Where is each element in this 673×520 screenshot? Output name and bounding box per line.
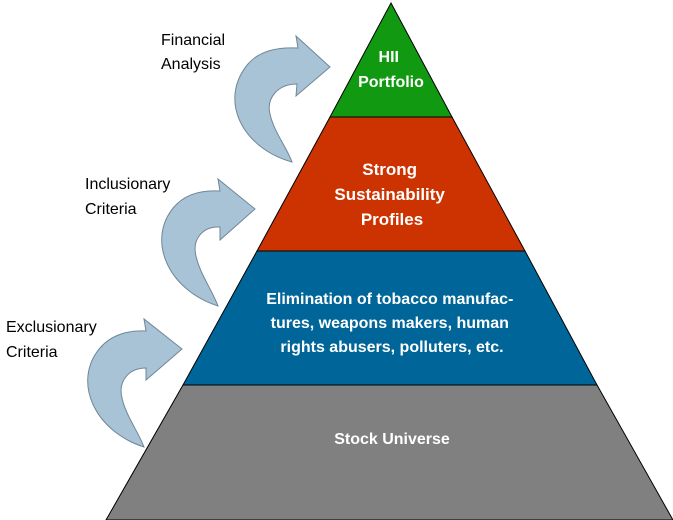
- tier-top-label: HII Portfolio: [358, 49, 424, 91]
- tier-top: [329, 1, 453, 118]
- exclusionary-criteria-line-2: Criteria: [6, 344, 58, 361]
- tier-top-line-1: HII: [379, 49, 399, 66]
- financial-analysis-line-1: Financial: [161, 32, 225, 49]
- tier-second-line-1: Strong: [362, 160, 417, 179]
- financial-analysis-arrow-icon: [234, 34, 331, 163]
- inclusionary-criteria-line-1: Inclusionary: [85, 176, 170, 193]
- exclusionary-criteria-label: Exclusionary Criteria: [6, 319, 101, 361]
- inclusionary-criteria-label: Inclusionary Criteria: [85, 176, 175, 218]
- financial-analysis-line-2: Analysis: [161, 56, 221, 73]
- financial-analysis-label: Financial Analysis: [161, 32, 229, 73]
- tier-third-line-2: tures, weapons makers, human: [271, 315, 509, 332]
- tier-third-label: Elimination of tobacco manufac- tures, w…: [266, 291, 518, 356]
- tier-base-line-1: Stock Universe: [334, 431, 450, 448]
- tier-top-line-2: Portfolio: [358, 74, 424, 91]
- tier-second-label: Strong Sustainability Profiles: [334, 160, 449, 229]
- inclusionary-criteria-line-2: Criteria: [85, 201, 137, 218]
- tier-third-line-3: rights abusers, polluters, etc.: [280, 339, 503, 356]
- tier-second: [256, 116, 526, 252]
- exclusionary-criteria-line-1: Exclusionary: [6, 319, 97, 336]
- tier-base: [105, 384, 673, 520]
- tier-third-line-1: Elimination of tobacco manufac-: [266, 291, 513, 308]
- tier-base-label: Stock Universe: [334, 431, 450, 448]
- tier-second-line-3: Profiles: [361, 210, 423, 229]
- inclusionary-criteria-arrow-icon: [161, 177, 256, 307]
- tier-second-line-2: Sustainability: [334, 185, 445, 204]
- exclusionary-criteria-arrow-icon: [87, 317, 183, 448]
